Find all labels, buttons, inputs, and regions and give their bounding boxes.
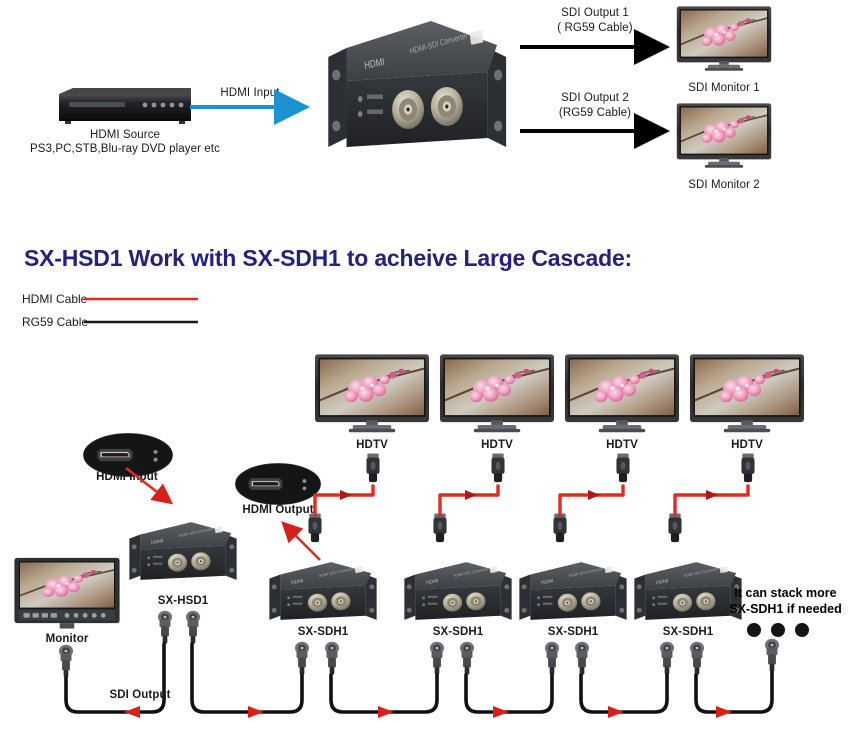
sdi-output-2-arrow [520, 113, 670, 149]
sdi-output-2-label-line2: (RG59 Cable) [558, 107, 632, 119]
hdmi-source-label-line1: HDMI Source [89, 129, 161, 141]
sdi-output-2-label-line1: SDI Output 2 [561, 92, 629, 104]
sx-sdh1-label-4: SX-SDH1 [662, 626, 714, 638]
hdmi-input-callout-arrow [125, 466, 174, 505]
hdtv-2-label: HDTV [481, 439, 513, 451]
sdi-output-1-label-line2: ( RG59 Cable) [557, 22, 633, 34]
legend-hdmi-cable-line [84, 297, 198, 301]
legend-rg59-cable-label: RG59 Cable [22, 315, 89, 329]
hdmi-output-callout-label: HDMI Output [242, 504, 314, 516]
hdtv-4-label: HDTV [731, 439, 763, 451]
stack-ellipsis-dots [747, 623, 809, 637]
sdi-output-cascade-label: SDI Output [109, 689, 171, 701]
hdmi-input-arrow [190, 89, 310, 125]
legend-hdmi-cable-label: HDMI Cable [22, 292, 88, 306]
stack-note-line1: It can stack more [734, 586, 837, 600]
hdmi-output-callout-arrow [281, 521, 321, 561]
sdi-monitor-1-label: SDI Monitor 1 [688, 82, 760, 94]
hdmi-source-label-line2: PS3,PC,STB,Blu-ray DVD player etc [30, 143, 220, 155]
sx-hsd1-label: SX-HSD1 [157, 595, 209, 607]
sdi-output-1-arrow [520, 29, 670, 65]
hdtv-3-label: HDTV [606, 439, 638, 451]
legend-rg59-cable-line [84, 320, 198, 324]
sx-sdh1-label-2: SX-SDH1 [432, 626, 484, 638]
coax-direction-arrows [124, 706, 732, 718]
sx-sdh1-label-1: SX-SDH1 [297, 626, 349, 638]
page-title: SX-HSD1 Work with SX-SDH1 to acheive Lar… [24, 245, 633, 271]
field-monitor-label: Monitor [45, 633, 89, 645]
sdi-output-1-label-line1: SDI Output 1 [561, 7, 629, 19]
hdmi-input-arrow-label: HDMI Input [220, 87, 280, 99]
sdi-monitor-2-label: SDI Monitor 2 [688, 179, 760, 191]
hdmi-input-callout-label: HDMI Input [96, 471, 158, 483]
sx-sdh1-label-3: SX-SDH1 [547, 626, 599, 638]
hdmi-source-player [59, 88, 191, 124]
stack-note-line2: SX-SDH1 if needed [729, 602, 842, 616]
hdtv-1-label: HDTV [356, 439, 388, 451]
